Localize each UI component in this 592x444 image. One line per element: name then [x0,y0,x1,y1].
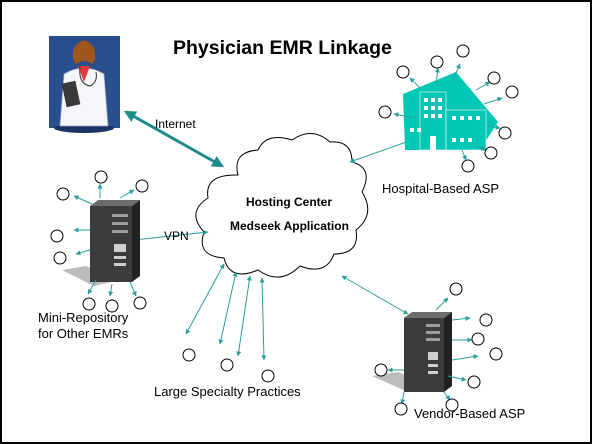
left-spokes [73,183,137,297]
vendor-asp-label: Vendor-Based ASP [414,406,526,421]
specialty-practices-label: Large Specialty Practices [154,384,301,399]
hospital-link [349,139,413,163]
hospital-building-icon [403,72,498,151]
vpn-link [133,229,209,243]
hospital-asp-label: Hospital-Based ASP [382,181,500,196]
mini-repository-server-icon [62,200,140,286]
mini-repository-label-line2: for Other EMRs [38,326,129,341]
vendor-link [341,275,409,315]
vendor-nodes [374,282,503,416]
internet-link [123,110,225,168]
left-nodes [50,170,149,313]
medseek-application-label: Medseek Application [230,219,349,233]
vendor-server-icon [372,312,452,392]
physician-icon [49,36,120,133]
hosting-center-label: Hosting Center [246,195,333,209]
specialty-links [185,263,267,361]
hospital-nodes [378,44,519,173]
hospital-spokes [393,63,503,161]
specialty-nodes [182,348,275,383]
vendor-spokes [387,297,479,405]
mini-repository-label-line1: Mini-Repository [38,310,129,325]
diagram-title: Physician EMR Linkage [173,37,392,59]
vpn-label: VPN [164,229,189,243]
internet-label: Internet [155,117,196,131]
